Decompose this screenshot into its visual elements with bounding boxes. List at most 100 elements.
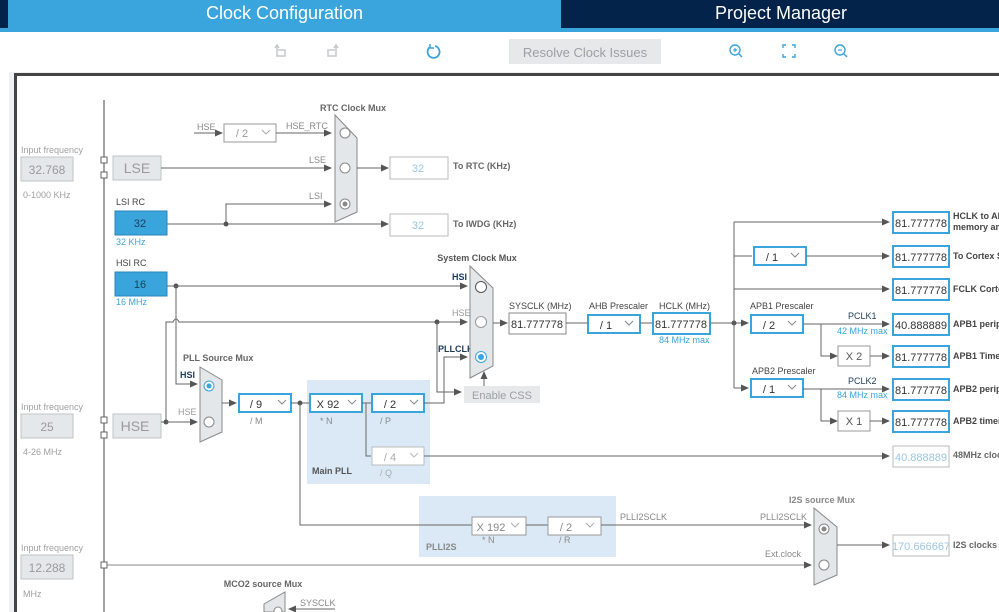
sysclk-radio-hse[interactable] bbox=[475, 316, 487, 328]
plli2s-n-value: X 192 bbox=[477, 522, 506, 534]
rtc-mux-radio-lse[interactable] bbox=[339, 162, 351, 174]
apb2-mult-value: X 1 bbox=[846, 416, 863, 428]
fit-to-screen-icon[interactable] bbox=[778, 40, 800, 62]
lse-block[interactable] bbox=[112, 155, 162, 181]
plli2s-r-label: / R bbox=[559, 535, 571, 545]
apb2-prescaler[interactable] bbox=[750, 378, 804, 398]
apb1-prescaler[interactable] bbox=[750, 314, 804, 334]
zoom-out-icon[interactable] bbox=[830, 40, 852, 62]
plli2sclk-out-label: PLLI2SCLK bbox=[620, 512, 667, 522]
pll-src-radio-hsi-dot bbox=[206, 383, 212, 389]
hsi-block[interactable] bbox=[114, 271, 168, 297]
plli2s-n-multiplier[interactable] bbox=[471, 516, 527, 536]
pll-source-mux-title: PLL Source Mux bbox=[183, 353, 253, 363]
main-pll-title: Main PLL bbox=[312, 466, 353, 476]
apb2-prescaler-label: APB2 Prescaler bbox=[752, 366, 816, 376]
hse-rtc-label: HSE_RTC bbox=[286, 121, 328, 131]
pclk2-label: PCLK2 bbox=[848, 376, 877, 386]
chevron-down-icon bbox=[277, 399, 287, 405]
pclk1-max: 42 MHz max bbox=[837, 326, 888, 336]
redo-icon[interactable] bbox=[321, 40, 343, 62]
lse-input-field[interactable] bbox=[20, 156, 74, 182]
usb48-label: 48MHz clocks (MHz) bbox=[953, 450, 999, 460]
sysclk-value: 81.777778 bbox=[511, 319, 563, 331]
cortex-field[interactable] bbox=[892, 245, 950, 268]
cortex-timer-divider[interactable] bbox=[753, 246, 807, 266]
hclk-max: 84 MHz max bbox=[659, 335, 710, 345]
ext-input-value: 12.288 bbox=[29, 561, 66, 575]
tab-clock-configuration[interactable]: Clock Configuration bbox=[8, 0, 561, 28]
zoom-in-icon[interactable] bbox=[725, 40, 747, 62]
rtc-hse-divider-value: / 2 bbox=[236, 128, 248, 140]
chevron-down-icon bbox=[790, 252, 800, 258]
to-rtc-label: To RTC (KHz) bbox=[453, 161, 510, 171]
enable-css-button[interactable] bbox=[464, 386, 540, 403]
lse-range-label: 0-1000 KHz bbox=[23, 190, 71, 200]
tab-project-manager[interactable]: Project Manager bbox=[563, 0, 999, 28]
rtc-mux-title: RTC Clock Mux bbox=[320, 103, 386, 113]
plli2s-title: PLLI2S bbox=[426, 542, 457, 552]
mco2-radio-sysclk[interactable] bbox=[273, 606, 283, 612]
ahb-prescaler-value: / 1 bbox=[600, 320, 612, 332]
lsi-sub: 32 KHz bbox=[116, 237, 146, 247]
pclk1-label: PCLK1 bbox=[848, 311, 877, 321]
pll-src-hse-label: HSE bbox=[178, 407, 197, 417]
ext-range-label: MHz bbox=[23, 589, 42, 599]
pll-p-value: / 2 bbox=[384, 399, 396, 411]
hclk-ahb-label-2: memory and DMA (MHz) bbox=[953, 222, 999, 232]
apb2-prescaler-value: / 1 bbox=[763, 384, 775, 396]
ext-input-field[interactable] bbox=[20, 554, 74, 580]
i2s-value: 170.666667 bbox=[892, 541, 950, 553]
hse-block[interactable] bbox=[112, 413, 162, 439]
sysclk-label: SYSCLK (MHz) bbox=[509, 301, 572, 311]
undo-icon[interactable] bbox=[270, 40, 292, 62]
i2s-label: I2S clocks (MHz) bbox=[953, 540, 999, 550]
i2s-source-mux[interactable] bbox=[813, 506, 838, 586]
pll-q-divider[interactable] bbox=[371, 446, 425, 466]
pll-src-hsi-label: HSI bbox=[180, 370, 195, 380]
hclk-ahb-field[interactable] bbox=[892, 211, 950, 234]
rtc-hse-divider[interactable] bbox=[223, 123, 277, 143]
to-iwdg-value: 32 bbox=[412, 220, 424, 232]
hsi-sub: 16 MHz bbox=[116, 297, 148, 307]
sysclk-radio-hsi[interactable] bbox=[475, 281, 487, 293]
apb2-periph-field[interactable] bbox=[892, 378, 950, 401]
pll-p-divider[interactable] bbox=[371, 393, 425, 413]
apb2-timer-value: 81.777778 bbox=[895, 417, 947, 429]
plli2s-r-value: / 2 bbox=[560, 522, 572, 534]
apb1-periph-field[interactable] bbox=[892, 313, 950, 336]
fclk-field[interactable] bbox=[892, 278, 950, 301]
lse-pin-top bbox=[100, 156, 108, 164]
refresh-icon[interactable] bbox=[422, 40, 444, 62]
hse-pin-bottom bbox=[100, 431, 108, 439]
chevron-down-icon bbox=[787, 320, 797, 326]
ahb-prescaler[interactable] bbox=[587, 314, 641, 334]
apb1-periph-label: APB1 peripheral clocks (MHz) bbox=[953, 319, 999, 329]
hsi-value: 16 bbox=[134, 279, 146, 291]
pll-src-radio-hse[interactable] bbox=[203, 416, 215, 428]
pllclk-line bbox=[424, 353, 468, 404]
rtc-mux-radio-hse[interactable] bbox=[339, 127, 351, 139]
hse-pin-top bbox=[100, 416, 108, 424]
sysclk-in-pllclk: PLLCLK bbox=[438, 344, 474, 354]
resolve-clock-issues-button[interactable]: Resolve Clock Issues bbox=[509, 39, 661, 64]
plli2s-r-divider[interactable] bbox=[547, 516, 602, 536]
pll-n-label: * N bbox=[320, 416, 333, 426]
hse-input-value: 25 bbox=[40, 420, 54, 434]
css-line bbox=[436, 322, 462, 396]
sysclk-in-hse: HSE bbox=[452, 308, 471, 318]
lsi-block[interactable] bbox=[114, 210, 168, 236]
apb2-timer-branch bbox=[820, 389, 838, 425]
i2s-radio-ext[interactable] bbox=[818, 559, 830, 571]
to-iwdg-label: To IWDG (KHz) bbox=[453, 219, 516, 229]
pll-q-label: / Q bbox=[380, 468, 392, 478]
lse-input-value: 32.768 bbox=[29, 163, 66, 177]
apb2-timer-field[interactable] bbox=[892, 410, 950, 433]
apb1-timer-field[interactable] bbox=[892, 345, 950, 368]
pll-source-mux[interactable] bbox=[199, 366, 223, 443]
apb2-periph-value: 81.777778 bbox=[895, 385, 947, 397]
apb2-periph-label: APB2 peripheral clocks (MHz) bbox=[953, 384, 999, 394]
tab-underline bbox=[0, 28, 999, 32]
hse-input-field[interactable] bbox=[20, 413, 74, 439]
system-clock-mux-title: System Clock Mux bbox=[437, 253, 517, 263]
